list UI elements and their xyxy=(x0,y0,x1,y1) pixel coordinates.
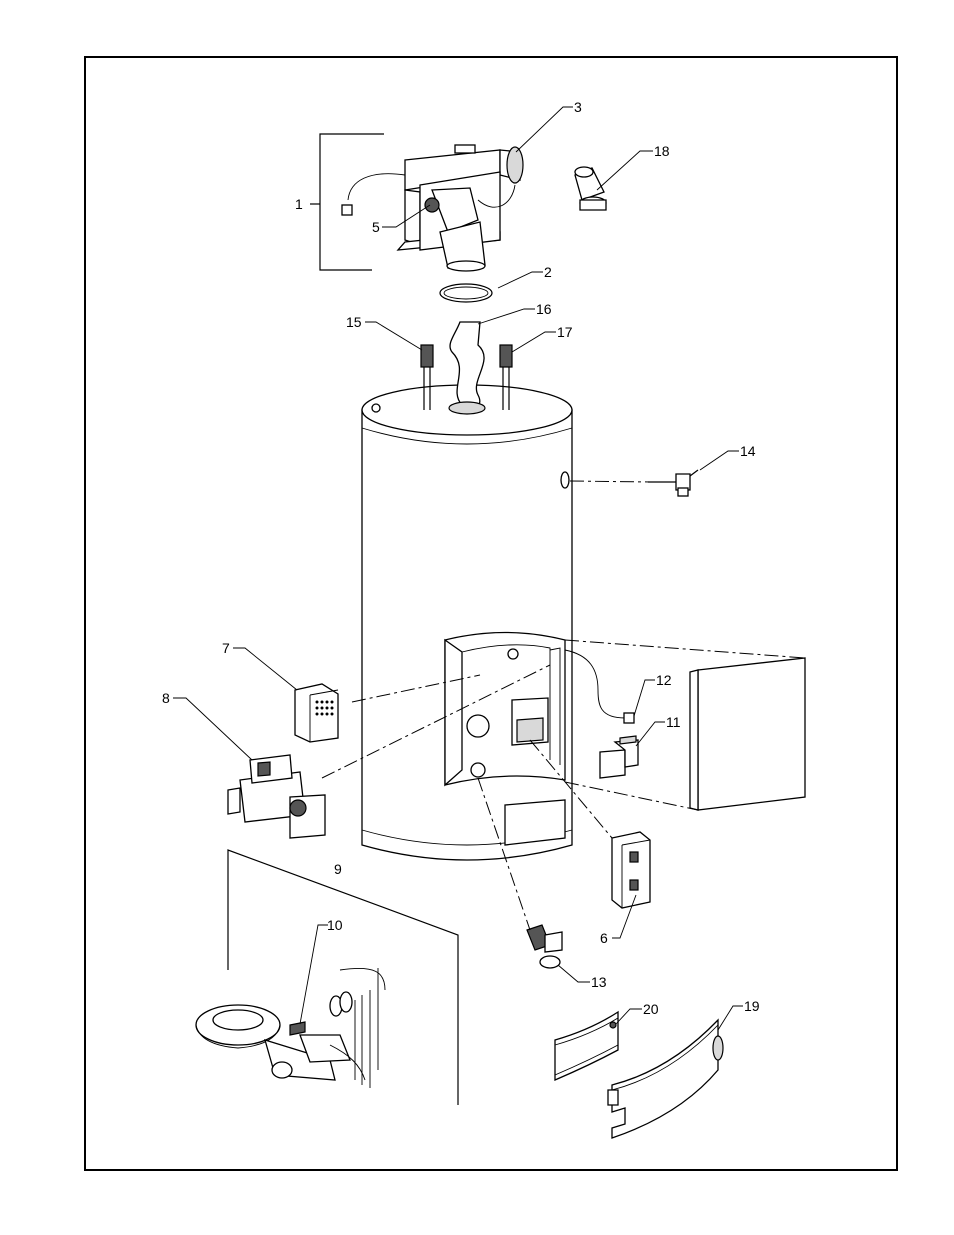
callout-14: 14 xyxy=(740,443,756,459)
callout-16: 16 xyxy=(536,301,552,317)
callout-6: 6 xyxy=(600,930,608,946)
blower-assembly xyxy=(342,145,523,271)
callout-9: 9 xyxy=(334,861,342,877)
callout-18: 18 xyxy=(654,143,670,159)
callout-2: 2 xyxy=(544,264,552,280)
outer-door-panel xyxy=(690,658,805,810)
wire-harness-12 xyxy=(565,650,625,718)
curved-cover-19 xyxy=(608,1020,723,1138)
burner-10 xyxy=(196,968,385,1088)
callout-3: 3 xyxy=(574,99,582,115)
callout-12: 12 xyxy=(656,672,672,688)
callout-20: 20 xyxy=(643,1001,659,1017)
gas-valve-8 xyxy=(228,755,325,838)
control-module-7 xyxy=(295,684,338,742)
callout-17: 17 xyxy=(557,324,573,340)
vent-elbow-18 xyxy=(575,167,606,210)
callout-1: 1 xyxy=(295,196,303,212)
callout-13: 13 xyxy=(591,974,607,990)
thermostat-6 xyxy=(612,832,650,908)
callout-8: 8 xyxy=(162,690,170,706)
drain-valve-13 xyxy=(527,925,562,968)
transformer-11 xyxy=(600,736,638,778)
callout-7: 7 xyxy=(222,640,230,656)
callout-15: 15 xyxy=(346,314,362,330)
cover-bracket-20 xyxy=(555,1012,618,1080)
water-heater-tank xyxy=(362,385,572,860)
callout-11: 11 xyxy=(666,714,681,730)
callout-19: 19 xyxy=(744,998,760,1014)
callout-5: 5 xyxy=(372,219,380,235)
burner-assembly-bracket-9 xyxy=(228,850,458,1105)
assembly-bracket-1 xyxy=(320,134,384,270)
callout-10: 10 xyxy=(327,917,343,933)
relief-valve-14 xyxy=(648,470,698,496)
